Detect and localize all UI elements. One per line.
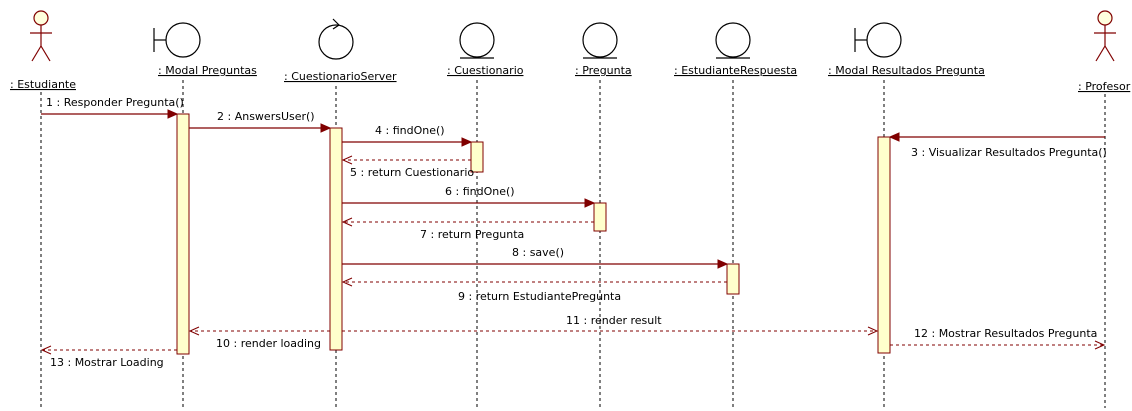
- message-13: 13 : Mostrar Loading: [40, 345, 177, 369]
- lifeline-cuestionario-server: : CuestionarioServer: [284, 18, 397, 408]
- control-icon: [318, 18, 354, 60]
- message-1: 1 : Responder Pregunta(): [41, 96, 184, 119]
- message-5: 5 : return Cuestionario: [341, 155, 474, 179]
- lifeline-label: : Modal Resultados Pregunta: [828, 64, 985, 77]
- lifeline-label: : Modal Preguntas: [158, 64, 257, 77]
- entity-icon: [459, 22, 495, 59]
- lifeline-cuestionario: : Cuestionario: [447, 22, 524, 408]
- message-label: 6 : findOne(): [445, 185, 515, 198]
- activation-bar: [726, 263, 740, 295]
- lifeline-estudiante-respuesta: : EstudianteRespuesta: [674, 22, 797, 408]
- message-label: 8 : save(): [512, 246, 564, 259]
- lifeline-label: : EstudianteRespuesta: [674, 64, 797, 77]
- activation-bar: [470, 141, 484, 173]
- lifeline-label: : Profesor: [1078, 80, 1131, 93]
- message-8: 8 : save(): [342, 246, 729, 269]
- message-3: 3 : Visualizar Resultados Pregunta(): [888, 132, 1107, 159]
- lifeline-label: : Estudiante: [10, 78, 76, 91]
- message-label: 13 : Mostrar Loading: [50, 356, 164, 369]
- message-label: 11 : render result: [566, 314, 662, 327]
- message-2: 2 : AnswersUser(): [189, 110, 332, 133]
- lifeline-label: : Cuestionario: [447, 64, 524, 77]
- message-label: 2 : AnswersUser(): [217, 110, 315, 123]
- message-10: 10 : render loading: [188, 326, 330, 350]
- message-label: 9 : return EstudiantePregunta: [458, 290, 621, 303]
- entity-icon: [715, 22, 751, 59]
- activation-bar: [176, 113, 190, 355]
- message-12: 12 : Mostrar Resultados Pregunta: [890, 327, 1106, 350]
- message-label: 12 : Mostrar Resultados Pregunta: [914, 327, 1097, 340]
- message-4: 4 : findOne(): [342, 124, 473, 147]
- lifeline-modal-resultados: : Modal Resultados Pregunta: [828, 22, 985, 408]
- message-label: 1 : Responder Pregunta(): [46, 96, 184, 109]
- lifeline-estudiante: : Estudiante: [10, 10, 76, 408]
- lifeline-label: : CuestionarioServer: [284, 70, 397, 83]
- message-label: 3 : Visualizar Resultados Pregunta(): [911, 146, 1107, 159]
- actor-icon: [30, 10, 52, 62]
- message-label: 4 : findOne(): [375, 124, 445, 137]
- message-7: 7 : return Pregunta: [341, 217, 594, 241]
- lifeline-label: : Pregunta: [575, 64, 632, 77]
- message-9: 9 : return EstudiantePregunta: [341, 277, 727, 303]
- actor-icon: [1094, 10, 1116, 62]
- lifeline-pregunta: : Pregunta: [575, 22, 632, 408]
- boundary-icon: [153, 22, 201, 58]
- activation-bar: [877, 136, 891, 354]
- message-label: 10 : render loading: [216, 337, 321, 350]
- message-label: 7 : return Pregunta: [420, 228, 524, 241]
- message-label: 5 : return Cuestionario: [350, 166, 474, 179]
- entity-icon: [582, 22, 618, 59]
- activation-bar: [593, 202, 607, 232]
- message-11: 11 : render result: [342, 314, 879, 336]
- boundary-icon: [854, 22, 902, 58]
- message-6: 6 : findOne(): [342, 185, 596, 208]
- activation-bar: [329, 127, 343, 351]
- lifeline-profesor: : Profesor: [1078, 10, 1131, 408]
